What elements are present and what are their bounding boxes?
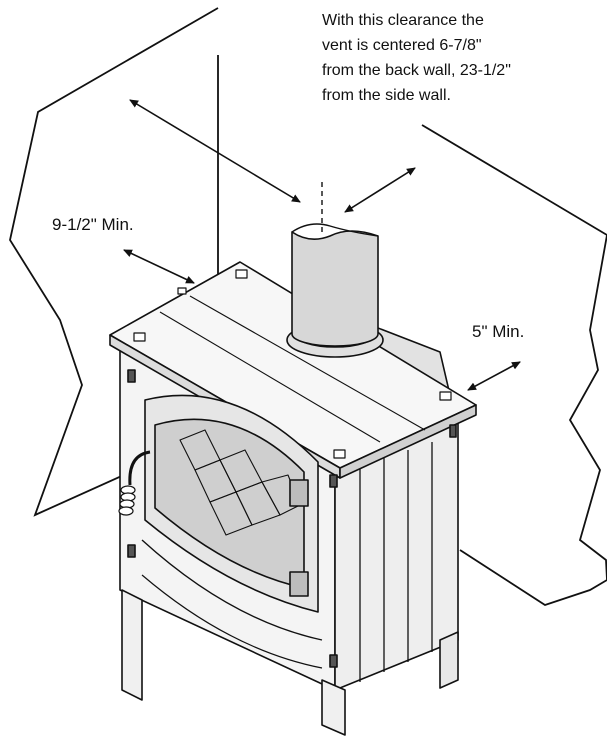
vent-pipe: [291, 230, 379, 347]
leg-mark-upper-right: [329, 474, 338, 488]
stove: [109, 223, 477, 736]
leg-mark-front-right: [329, 654, 338, 668]
front-apron-lower: [141, 574, 323, 669]
vent-pipe-top: [291, 223, 379, 237]
door-hinge-top: [289, 479, 309, 507]
side-slats: [359, 442, 433, 682]
leg-mark-front-left: [127, 544, 136, 558]
door-handle: [128, 450, 151, 486]
rear-clearance-label: 5" Min.: [472, 322, 525, 341]
leg-mark-upper-left: [127, 369, 136, 383]
stove-top-edge-right: [339, 404, 477, 479]
side-clearance-arrow: [123, 249, 195, 284]
leaded-glass-pattern: [179, 429, 301, 536]
rear-clearance-arrow: [467, 361, 521, 391]
door-hinge-bottom: [289, 571, 309, 597]
diagonal-arrow-right: [344, 167, 416, 213]
side-clearance-label: 9-1/2" Min.: [52, 215, 134, 234]
vent-center-note: With this clearance the vent is centered…: [322, 8, 602, 108]
side-mark-right: [449, 424, 457, 438]
front-apron: [141, 539, 323, 641]
leg-back-right: [439, 631, 459, 689]
top-corner-studs: [133, 269, 452, 459]
door-handle-coil: [118, 485, 136, 516]
back-wall-outline: [421, 124, 607, 606]
top-plate-seams: [159, 295, 426, 443]
leg-front-right: [321, 679, 346, 736]
diagonal-arrow-left: [129, 99, 301, 203]
side-wall-outline: [9, 7, 219, 517]
leg-front-left: [121, 589, 143, 701]
